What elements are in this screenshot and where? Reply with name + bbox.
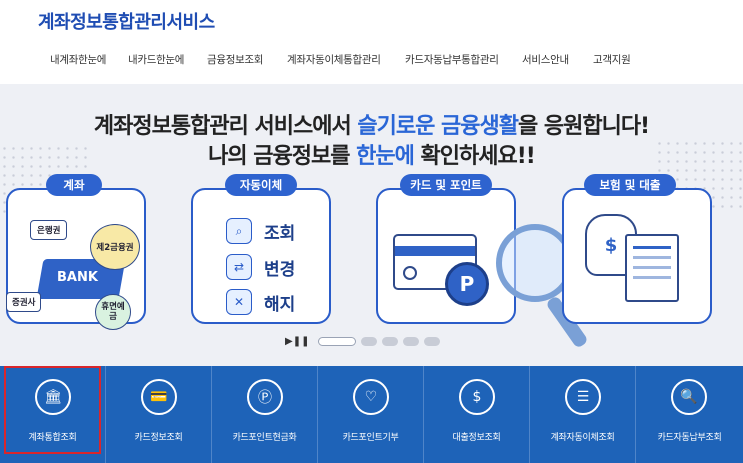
pager-dot[interactable] — [361, 337, 378, 346]
pager-dot[interactable] — [318, 337, 357, 346]
bank-icon: 🏛 — [35, 379, 71, 415]
card-account-label: 계좌 — [46, 174, 102, 196]
loan-document-icon — [625, 234, 679, 302]
nav-my-cards[interactable]: 내카드한눈에 — [128, 54, 185, 66]
card-autopay-icon: 🔍 — [671, 379, 707, 415]
point-coin-icon: P — [445, 262, 489, 306]
loan-doc-icon: $ — [459, 379, 495, 415]
quick-card-info[interactable]: 💳 카드정보조회 — [106, 366, 212, 463]
nav-my-accounts[interactable]: 내계좌한눈에 — [50, 54, 107, 66]
nav-card-autopay[interactable]: 카드자동납부통합관리 — [405, 54, 499, 66]
quick-card-point-cash[interactable]: Ⓟ 카드포인트현금화 — [212, 366, 318, 463]
hero-headline-2: 나의 금융정보를 한눈에 확인하세요!! — [208, 144, 536, 169]
card-icon: 💳 — [141, 379, 177, 415]
quick-loan-info[interactable]: $ 대출정보조회 — [424, 366, 530, 463]
search-doc-icon: ⌕ — [226, 218, 252, 244]
auto-inquiry-row: ⌕ 조회 — [226, 218, 295, 244]
card-card-points-label: 카드 및 포인트 — [400, 174, 492, 196]
banner-pager: ▶❚❚ — [285, 336, 441, 347]
pager-dot[interactable] — [424, 337, 441, 346]
quick-card-point-donate[interactable]: ♡ 카드포인트기부 — [318, 366, 424, 463]
nav-account-autotransfer[interactable]: 계좌자동이체통합관리 — [287, 54, 381, 66]
site-logo[interactable]: 계좌정보통합관리서비스 — [38, 12, 215, 33]
auto-transfer-icon: ☰ — [565, 379, 601, 415]
pause-icon[interactable]: ▶❚❚ — [285, 336, 310, 347]
main-nav: 내계좌한눈에 내카드한눈에 금융정보조회 계좌자동이체통합관리 카드자동납부통합… — [0, 52, 743, 72]
nav-financial-info[interactable]: 금융정보조회 — [207, 54, 264, 66]
pager-dot[interactable] — [382, 337, 399, 346]
card-insurance-loan-label: 보험 및 대출 — [584, 174, 676, 196]
quick-card-autopay[interactable]: 🔍 카드자동납부조회 — [636, 366, 743, 463]
bubble-dormant-deposit: 휴면예금 — [95, 294, 131, 330]
site-header: 계좌정보통합관리서비스 내계좌한눈에 내카드한눈에 금융정보조회 계좌자동이체통… — [0, 0, 743, 84]
hero-banner: 계좌정보통합관리 서비스에서 슬기로운 금융생활을 응원합니다! 나의 금융정보… — [0, 84, 743, 366]
quick-account-autotransfer[interactable]: ☰ 계좌자동이체조회 — [530, 366, 636, 463]
donate-icon: ♡ — [353, 379, 389, 415]
bubble-securities: 증권사 — [6, 292, 42, 312]
card-point-icon: Ⓟ — [247, 379, 283, 415]
pager-dot[interactable] — [403, 337, 420, 346]
auto-cancel-row: ✕ 해지 — [226, 289, 295, 315]
bubble-bank: 은행권 — [30, 220, 68, 240]
hero-headline-1: 계좌정보통합관리 서비스에서 슬기로운 금융생활을 응원합니다! — [93, 114, 650, 139]
bubble-secondary-finance: 제2금융권 — [90, 224, 140, 270]
piggy-bank-icon: ✕ — [226, 289, 252, 315]
card-auto-transfer-label: 자동이체 — [225, 174, 297, 196]
nav-service-guide[interactable]: 서비스안내 — [522, 54, 569, 66]
exchange-icon: ⇄ — [226, 254, 252, 280]
bank-text: BANK — [57, 270, 98, 285]
quick-account-inquiry[interactable]: 🏛 계좌통합조회 — [0, 366, 106, 463]
nav-customer-support[interactable]: 고객지원 — [593, 54, 631, 66]
auto-change-row: ⇄ 변경 — [226, 254, 295, 280]
quick-menu: 🏛 계좌통합조회 💳 카드정보조회 Ⓟ 카드포인트현금화 ♡ 카드포인트기부 $… — [0, 366, 743, 463]
